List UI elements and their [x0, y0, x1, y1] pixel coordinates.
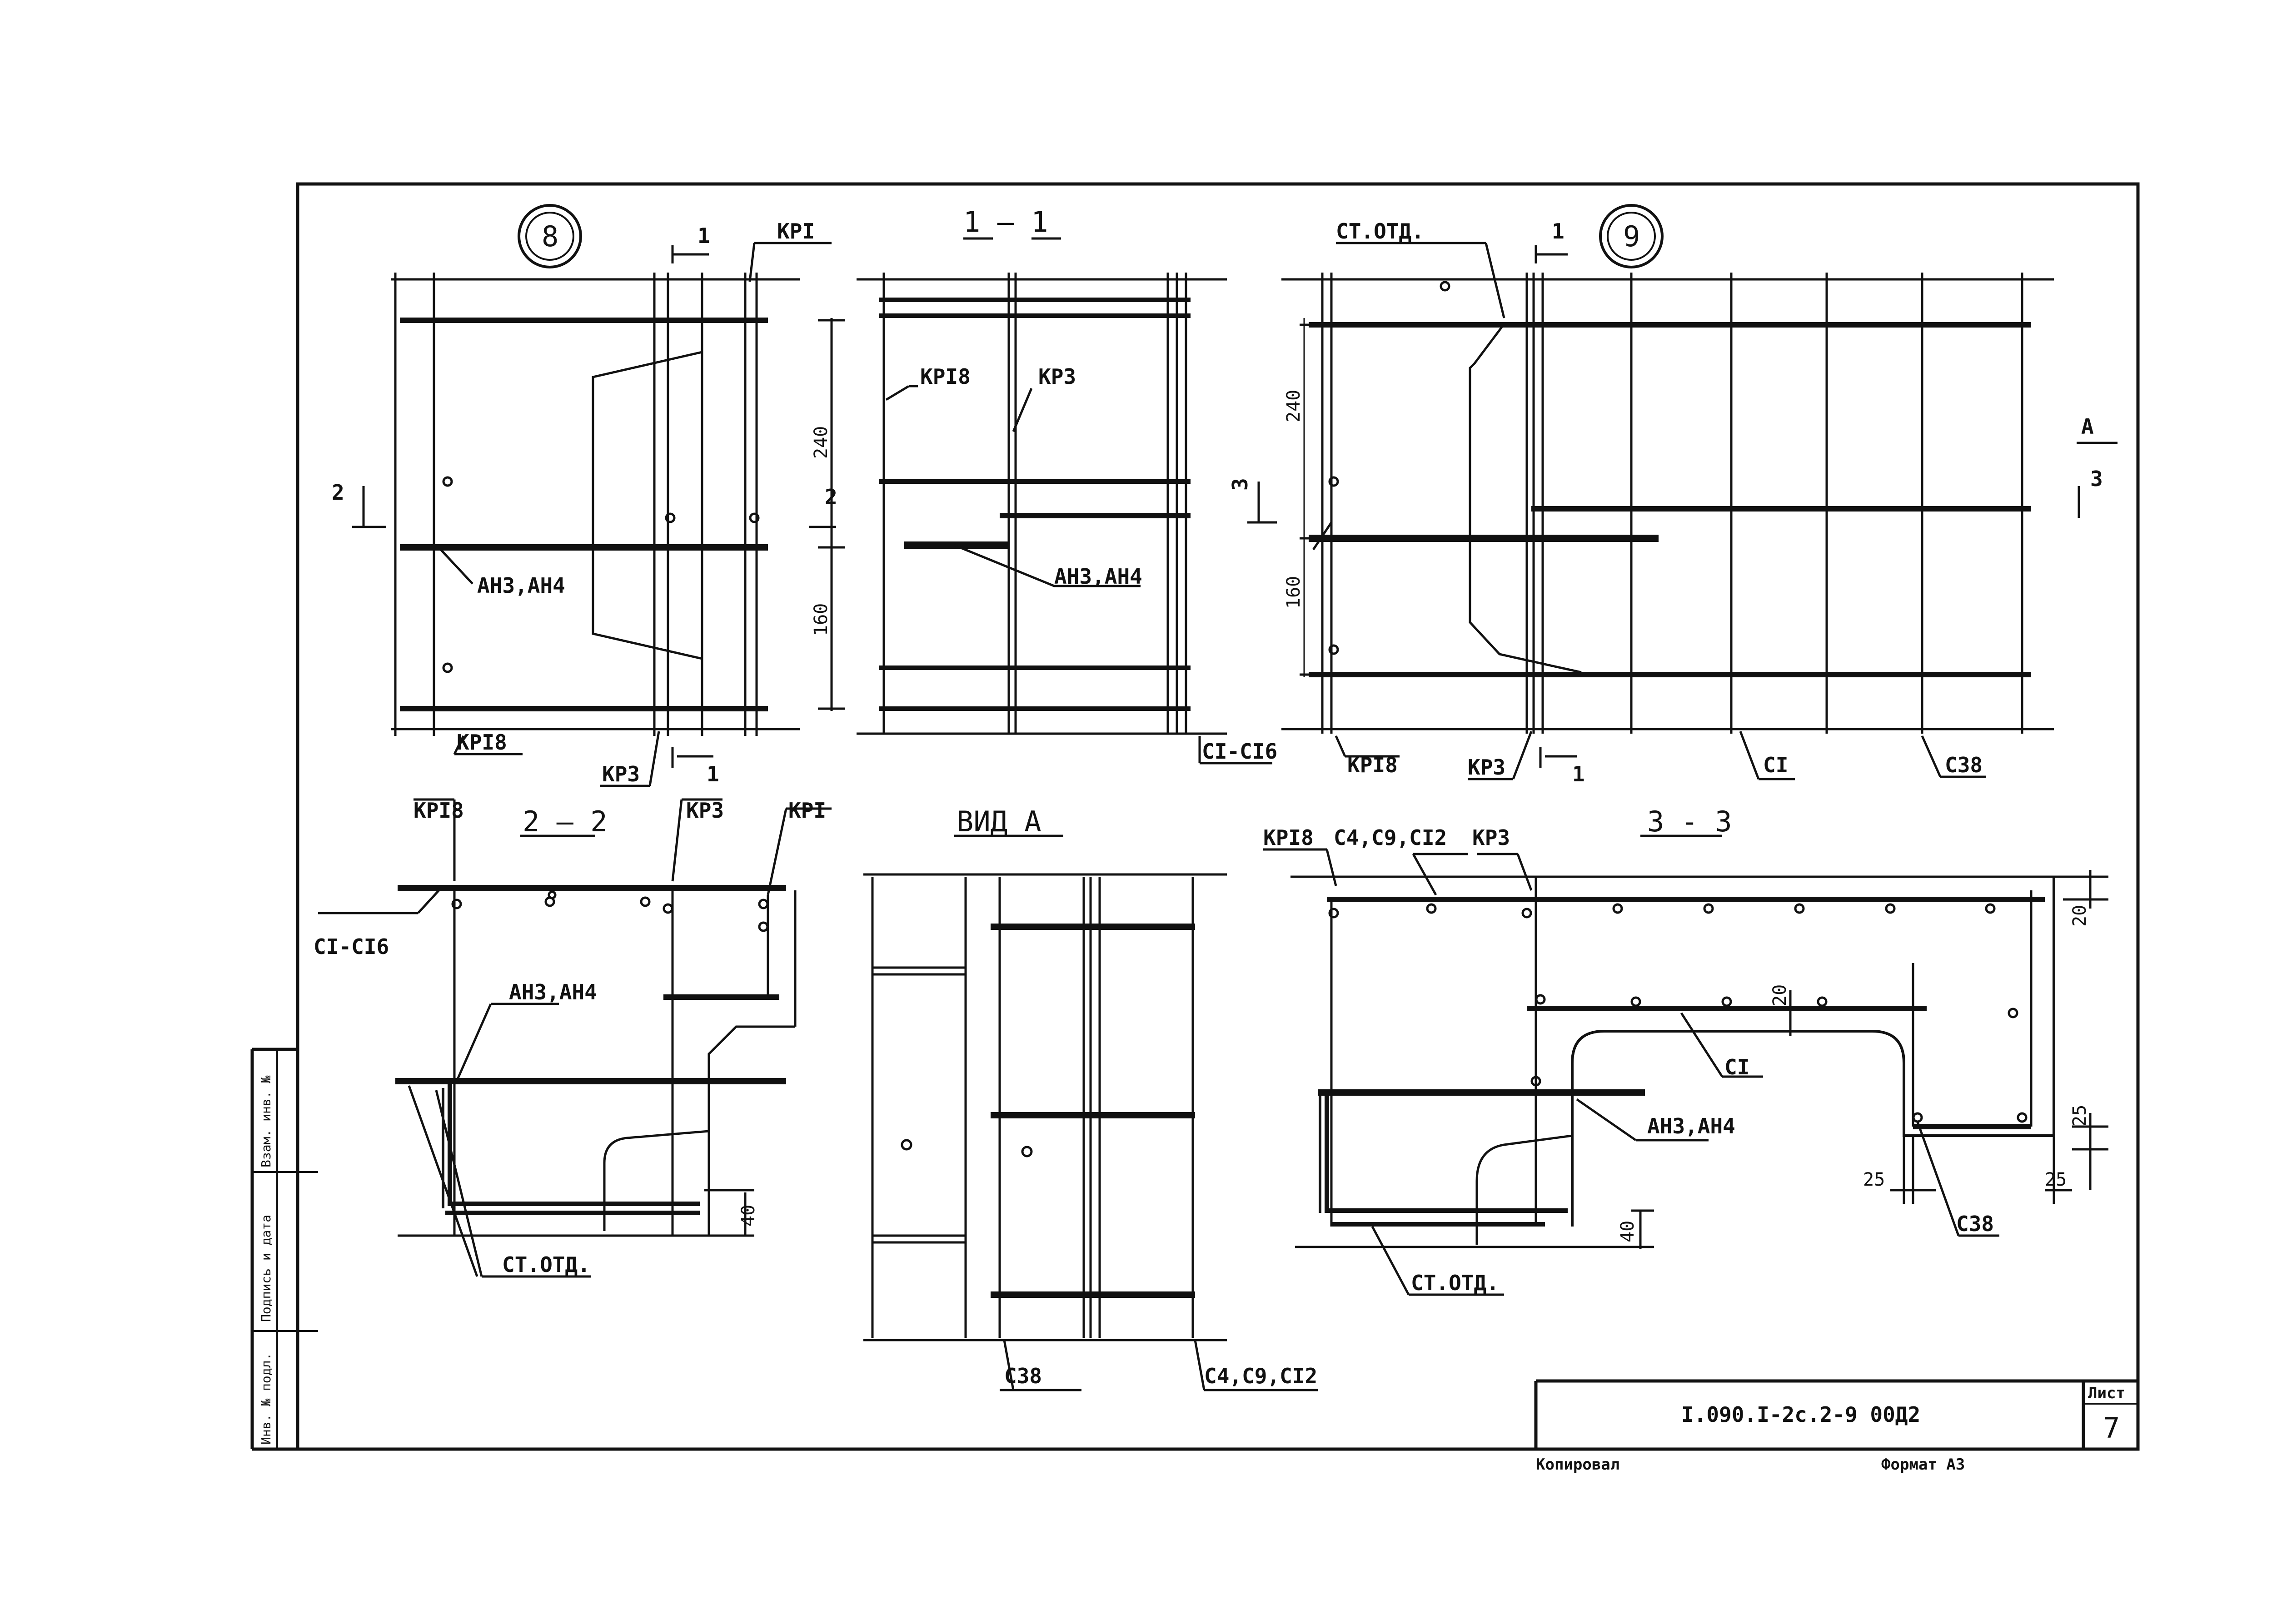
- drawing-code: I.090.I-2c.2-9 00Д2: [1681, 1402, 1920, 1427]
- node-8-circle: 8: [518, 204, 582, 268]
- side-stamp: Инв. № подл. Подпись и дата Взам. инв. №: [259, 1076, 274, 1445]
- copied-by-label: Копировал: [1536, 1455, 1619, 1474]
- node-9-st-label: СТ.ОТД.: [1336, 219, 1424, 243]
- node-8-cut-label-top: 1: [698, 223, 710, 248]
- section-1-1-ah-label: АН3,АН4: [1054, 564, 1142, 589]
- section-3-3-dim25-right: 25: [2045, 1169, 2067, 1190]
- section-3-3-kr3-label: КР3: [1472, 825, 1510, 850]
- node-9-dim240: 240: [1283, 390, 1304, 422]
- sheet-label: Лист: [2088, 1384, 2125, 1402]
- section-3-3-title: 3 - 3: [1647, 805, 1732, 838]
- view-a: ВИД А C38 C4,C9,CI2: [863, 805, 1318, 1391]
- section-2-2-ah-label: АН3,АН4: [509, 980, 597, 1004]
- side-stamp-inv-podl: Инв. № подл.: [259, 1353, 274, 1445]
- view-a-title: ВИД А: [957, 805, 1041, 838]
- section-3-3-dim25-vertical: 25: [2069, 1105, 2090, 1127]
- view-a-c4-label: C4,C9,CI2: [1204, 1364, 1317, 1388]
- section-2-2-title: 2 — 2: [523, 805, 608, 838]
- section-1-1-kr3-label: КР3: [1038, 364, 1076, 389]
- side-stamp-podpis: Подпись и дата: [259, 1215, 274, 1322]
- node-9-circle-label: 9: [1623, 220, 1640, 253]
- section-3-3-c38-label: C38: [1956, 1212, 1994, 1236]
- section-2-2-c-label: CI-CI6: [314, 934, 389, 959]
- node-9-circle: 9: [1599, 204, 1664, 268]
- section-1-1-c-label: CI-CI6: [1202, 739, 1277, 764]
- node-8-circle-label: 8: [542, 220, 558, 253]
- node-8-cut-label-bottom: 1: [707, 762, 719, 786]
- title-stamp: I.090.I-2c.2-9 00Д2 Лист 7: [1534, 1379, 2138, 1449]
- section-2-2: 2 — 2 КРI8 КР3 КРI CI-CI6 АН3,АН4 СТ.ОТД…: [314, 798, 832, 1278]
- node-9-cut-label-top: 1: [1552, 219, 1564, 243]
- section-3-3-c4-label: C4,C9,CI2: [1334, 825, 1447, 850]
- node-8-dim240: 240: [811, 426, 832, 459]
- node-9-kr18-label: КРI8: [1347, 753, 1398, 777]
- node-8-kr1-label: КРI: [777, 219, 815, 243]
- section-3-3-kr18-label: КРI8: [1263, 825, 1314, 850]
- node-9-view-a-label: А: [2081, 414, 2094, 439]
- node-9: 9 1 1 СТ.ОТД. К: [1228, 204, 2118, 786]
- sheet-frame: [250, 182, 2140, 1451]
- node-8-sec2-right: 2: [825, 485, 837, 509]
- node-9-sec3-right: 3: [2090, 467, 2103, 491]
- section-2-2-dim40: 40: [738, 1205, 759, 1227]
- section-3-3-c1-label: CI: [1724, 1055, 1749, 1079]
- section-2-2-st-label: СТ.ОТД.: [502, 1252, 590, 1277]
- section-1-1-kr18-label: КРI8: [920, 364, 971, 389]
- node-9-cut-label-bottom: 1: [1572, 762, 1585, 786]
- node-9-sec3-left: 3: [1228, 478, 1252, 491]
- node-8-kr3-label: КР3: [602, 762, 640, 786]
- section-3-3-st-label: СТ.ОТД.: [1411, 1271, 1499, 1295]
- section-1-1-title: 1 — 1: [963, 205, 1048, 238]
- section-3-3-dim20-mid: 20: [1769, 984, 1790, 1006]
- section-2-2-kr3-label: КР3: [686, 798, 724, 823]
- node-8: 8 1 1 КРI КРI8 КР3 АН3,АН4 2: [332, 204, 845, 787]
- section-3-3-dim20-right: 20: [2069, 905, 2090, 927]
- section-3-3: 3 - 3 КРI8 C4,C9,CI2 КР3 CI АН3,АН4 C38 …: [1263, 805, 2108, 1296]
- node-9-kr3-label: КР3: [1468, 755, 1505, 780]
- view-a-c38-label: C38: [1004, 1364, 1042, 1388]
- sheet-number: 7: [2103, 1411, 2120, 1445]
- section-3-3-dim25-left: 25: [1863, 1169, 1885, 1190]
- format-label: Формат А3: [1881, 1455, 1965, 1474]
- node-9-c1-label: CI: [1763, 753, 1788, 777]
- node-9-c38-label: C38: [1945, 753, 1983, 777]
- section-3-3-ah-label: АН3,АН4: [1647, 1114, 1735, 1138]
- node-8-ah-label: АН3,АН4: [477, 573, 565, 598]
- node-9-dim160: 160: [1283, 576, 1304, 609]
- section-2-2-kr18-label: КРI8: [414, 798, 464, 823]
- node-8-dim160: 160: [811, 603, 832, 636]
- section-3-3-dim40: 40: [1617, 1221, 1638, 1242]
- node-8-sec2-left: 2: [332, 480, 344, 505]
- section-2-2-kr1-label: КРI: [788, 798, 826, 823]
- node-8-kr18-label: КРI8: [457, 730, 507, 755]
- section-1-1: 1 — 1 КРI8 КР3 АН3,АН4 CI-CI6: [857, 205, 1277, 765]
- side-stamp-vzam: Взам. инв. №: [259, 1076, 274, 1167]
